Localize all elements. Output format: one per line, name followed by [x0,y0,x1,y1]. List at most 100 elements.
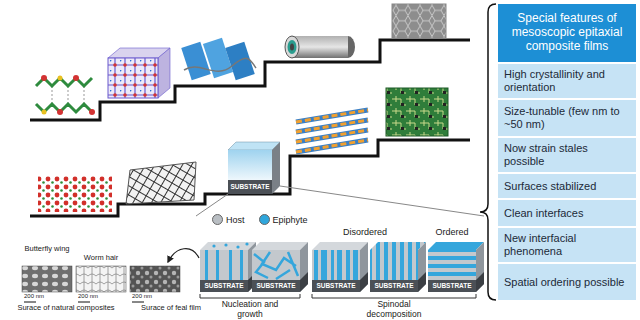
network-picture [126,162,196,204]
feature-box: New interfacial phenomena [498,228,636,262]
composite-block-pictures [254,252,298,279]
legend: Host Epiphyte [212,214,308,225]
circuit-board-picture [386,88,448,136]
legend-item: Epiphyte [259,214,308,225]
staircase-lines [30,40,470,216]
substrate-cube-picture [228,142,280,194]
image-label: Butterfly wing [22,245,72,253]
molecule-chain-picture [84,86,85,104]
composite-block-pictures [216,250,219,280]
composite-block-pictures [312,250,360,280]
molecule-chain-picture [36,75,95,115]
framework-crystal-picture [158,48,170,98]
composite-block-pictures [370,242,426,250]
composite-block-pictures [476,272,484,292]
scale-label: 200 nm [132,293,172,300]
header-box: Special features of mesoscopic epitaxial… [498,4,636,62]
curved-arrow [168,249,199,262]
substrate-label-box: SUBSTRATE [252,280,300,292]
composite-block-pictures [252,242,308,250]
scale-label: 200 nm [78,293,118,300]
composite-block-pictures [200,242,484,292]
node-text: Surfaces stabilized [504,180,630,193]
composite-block-pictures [418,272,426,292]
node-text: Special features of mesoscopic epitaxial… [504,12,630,53]
composite-block-pictures [229,250,232,280]
composite-block-pictures [428,250,476,280]
feature-box: Spatial ordering possible [498,264,636,300]
feature-box: High crystallinity and orientation [498,64,636,98]
micrograph-pictures [76,266,126,292]
feature-box: Clean interfaces [498,200,636,226]
group-label: Nucleation and growth [215,300,285,319]
coaxial-fiber-picture [290,44,294,51]
molecule-chain-picture [41,75,47,81]
composite-block-pictures [236,245,239,248]
nanowire-array-picture [296,110,368,122]
curved-arrow [168,249,199,262]
zoom-lines [196,194,228,216]
scale-label: 200 nm [24,293,64,300]
composite-block-pictures [205,250,208,280]
arrangement-label: Disordered [328,227,402,237]
molecule-chain-picture [89,109,95,115]
composite-block-pictures [476,242,484,292]
image-caption: Surace of natural composites [4,304,128,312]
node-text: SUBSTRATE [432,283,471,290]
coaxial-fiber-picture [285,36,299,58]
composite-block-pictures [252,250,300,280]
molecule-chain-picture [73,75,79,81]
composite-block-pictures [331,250,334,280]
layered-sheets-picture [184,58,256,71]
composite-block-pictures [314,250,318,280]
composite-block-pictures [240,250,243,280]
composite-block-pictures [212,244,215,247]
legend-item: Host [212,214,245,225]
composite-block-pictures [321,250,327,280]
nanowire-array-picture [296,110,368,122]
layered-sheets-picture [181,38,256,80]
composite-block-pictures [370,250,418,280]
atomic-lattice-picture [38,176,112,212]
molecule-chain-picture [52,86,53,104]
composite-block-pictures [346,250,350,280]
framework-crystal-picture [108,48,170,98]
feature-box: Size-tunable (few nm to ~50 nm) [498,100,636,136]
atomic-lattice-picture [38,176,112,212]
substrate-cube-picture [228,150,272,180]
micrograph-pictures [22,266,180,302]
curly-brace [480,4,496,300]
substrate-label-box: SUBSTRATE [428,280,476,292]
micrograph-pictures [78,302,90,303]
composite-block-pictures [360,242,368,292]
arrangement-label: Ordered [420,227,484,237]
coaxial-fiber-picture [288,40,297,54]
node-text: Spatial ordering possible [504,276,630,289]
node-text: High crystallinity and orientation [504,68,630,94]
zoom-lines [280,186,484,216]
network-picture [126,162,196,204]
node-text: SUBSTRATE [374,283,413,290]
composite-block-pictures [300,242,308,292]
molecule-chain-picture [57,109,63,115]
legend-text: Host [226,215,245,225]
honeycomb-micrograph [392,4,446,38]
molecule-chain-picture [68,86,69,104]
composite-block-pictures [300,272,308,292]
composite-block-pictures [200,250,248,280]
node-text: Size-tunable (few nm to ~50 nm) [504,105,630,131]
composite-block-pictures [418,242,426,292]
honeycomb-micrograph [392,4,446,38]
legend-text: Epiphyte [273,215,308,225]
node-text: Now strain stales possible [504,142,630,168]
substrate-label-box: SUBSTRATE [228,180,272,194]
node-text: New interfacial phenomena [504,232,630,258]
circuit-board-picture [386,88,448,136]
coaxial-fiber-picture [292,36,348,58]
composite-block-pictures [428,242,484,250]
group-brackets [200,294,476,298]
curly-brace [480,4,496,300]
composite-block-pictures [360,272,368,292]
substrate-label-box: SUBSTRATE [200,280,248,292]
